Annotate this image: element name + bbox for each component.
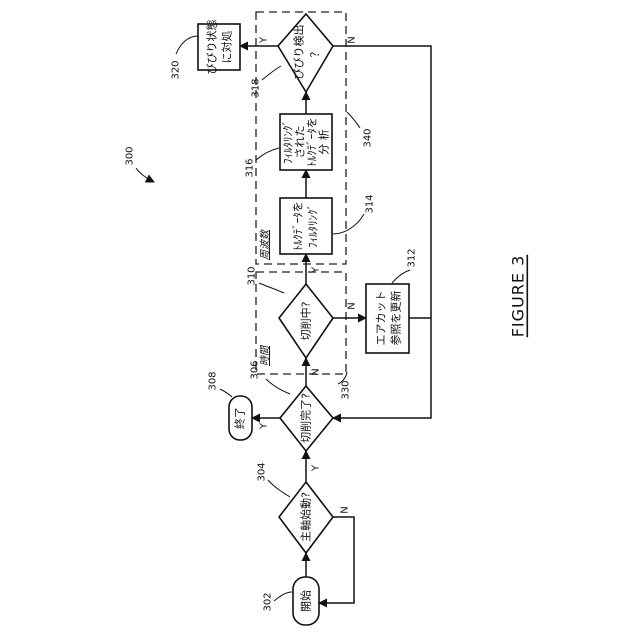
figure-caption: FIGURE 3 (509, 255, 528, 338)
cut-complete-label: 切削完了? (299, 393, 313, 443)
filter-torque-label-line2: ﾌｨﾙﾀﾘﾝｸﾞ (307, 204, 320, 248)
branch-label-cut-done-no: N (311, 368, 322, 375)
chatter-response-label-line1: びびり状態 (205, 20, 219, 75)
chatter-response-box (198, 24, 240, 70)
figure-number-arrow (136, 168, 154, 182)
ref-316: 316 (245, 158, 256, 177)
ref-340: 340 (363, 128, 374, 147)
chatter-decision (278, 14, 333, 92)
ref-314: 314 (365, 194, 376, 213)
leader-314 (333, 214, 364, 234)
aircut-update-label-line1: エアカット (375, 291, 388, 346)
branch-label-cutting-yes: Y (311, 266, 322, 274)
analyze-torque-label-line4: 分 析 (317, 129, 331, 155)
branch-label-chatter-yes: Y (259, 36, 270, 44)
leader-308 (220, 389, 232, 397)
leader-318 (262, 66, 281, 80)
aircut-update-box (366, 284, 409, 353)
branch-label-spindle-no: N (340, 506, 351, 513)
time-region-label: 時間 (259, 344, 271, 366)
leader-310 (259, 283, 284, 293)
ref-306: 306 (250, 360, 261, 379)
end-label: 終了 (233, 407, 247, 429)
chatter-label-line1: びびり検出 (292, 25, 306, 80)
cutting-label: 切削中? (299, 301, 313, 340)
branch-label-cut-done-yes: Y (259, 422, 270, 430)
leader-302 (274, 592, 292, 601)
ref-308: 308 (208, 371, 219, 390)
ref-310: 310 (247, 266, 258, 285)
branch-label-cutting-no: N (347, 302, 358, 309)
leader-320 (176, 36, 198, 54)
ref-318: 318 (251, 78, 262, 97)
frequency-region-label: 周波数 (259, 228, 271, 260)
filter-torque-label-line1: ﾄﾙｸﾃﾞｰﾀを (292, 201, 305, 251)
spindle-start-label: 主軸始動? (299, 492, 313, 542)
leader-316 (256, 148, 279, 160)
branch-label-spindle-yes: Y (311, 464, 322, 472)
aircut-update-label-line2: 参照を更新 (389, 291, 403, 346)
ref-302: 302 (263, 592, 274, 611)
ref-304: 304 (257, 462, 268, 481)
ref-320: 320 (171, 60, 182, 79)
ref-312: 312 (407, 248, 418, 267)
connector-chatter-no-return (333, 46, 431, 418)
leader-304 (268, 480, 290, 497)
leader-312 (392, 270, 410, 283)
chatter-label-line2: ？ (309, 47, 322, 58)
leader-306 (266, 379, 290, 394)
ref-330: 330 (341, 380, 352, 399)
chatter-response-label-line2: に対処 (220, 31, 234, 64)
figure-number: 300 (125, 146, 136, 165)
leader-340 (347, 112, 360, 128)
start-label: 開始 (299, 590, 313, 612)
branch-label-chatter-no: N (347, 36, 358, 43)
